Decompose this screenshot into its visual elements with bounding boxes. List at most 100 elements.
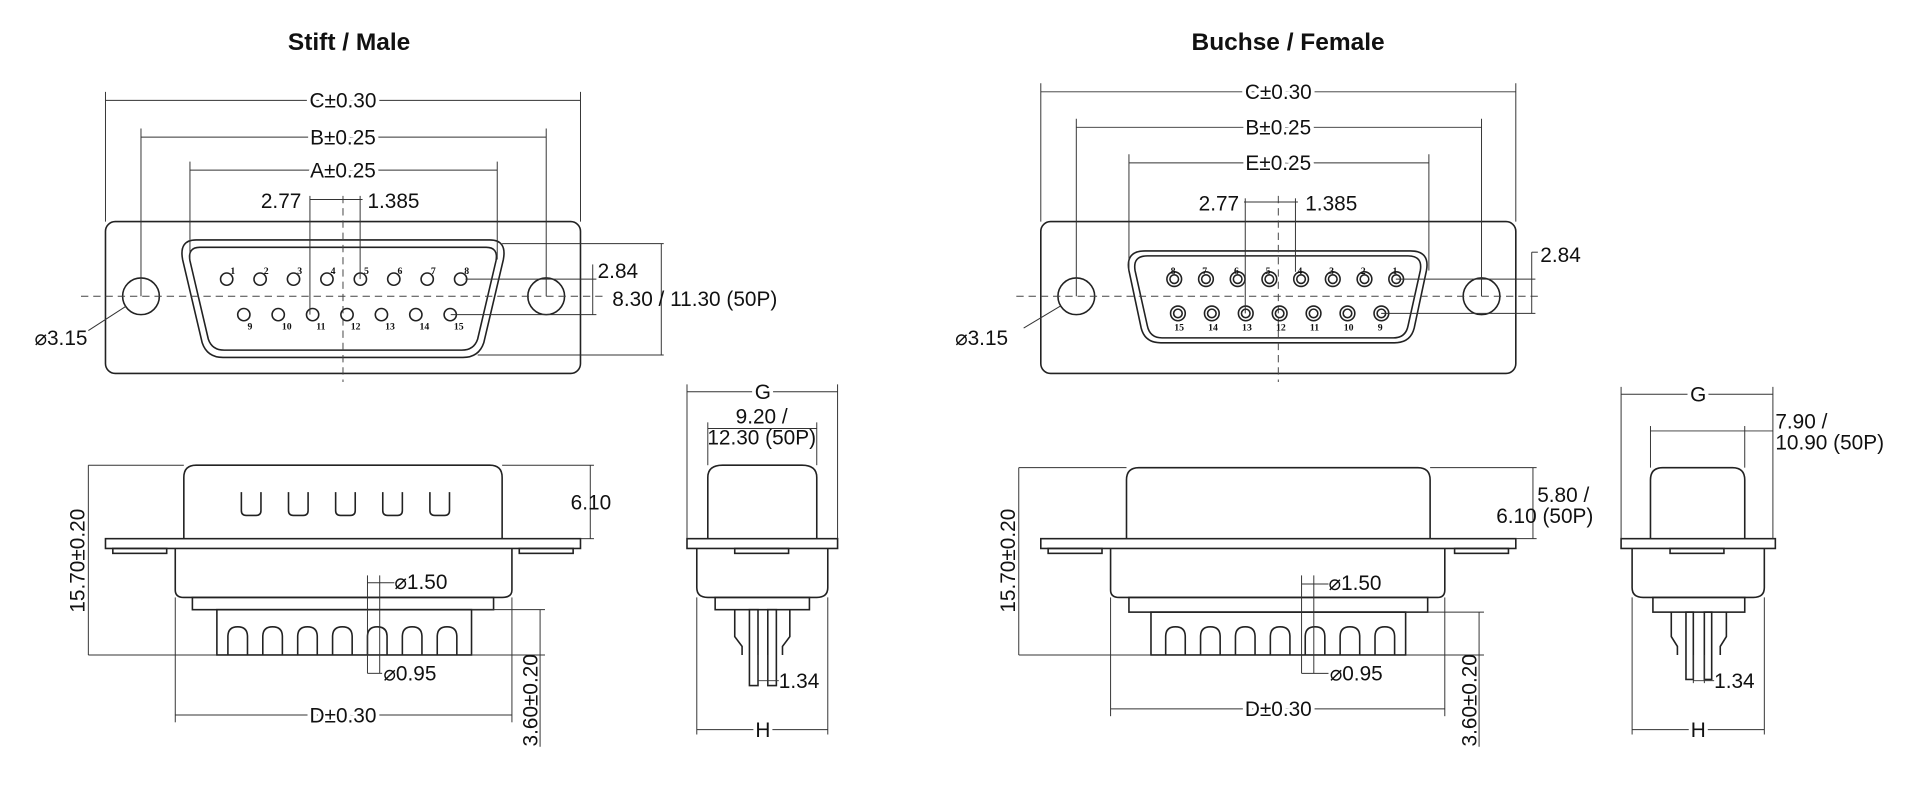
male-pin: [219, 272, 234, 287]
male-total-height: 15.70±0.20: [67, 509, 90, 613]
male-pin-number: 4: [331, 266, 336, 277]
male-pin: [236, 307, 251, 322]
female-shell-depth-1: 5.80 /: [1537, 484, 1589, 507]
female-pin-number: 9: [1378, 323, 1383, 334]
male-pin: [386, 272, 401, 287]
female-end-shell: [1649, 466, 1746, 539]
male-pin-number: 12: [351, 321, 361, 332]
female-pin-number: 10: [1344, 323, 1354, 334]
female-solder-cup: [1199, 626, 1221, 655]
female-socket: [1197, 270, 1215, 288]
female-socket: [1203, 305, 1220, 322]
female-pin-number: 11: [1310, 323, 1319, 334]
female-dim-h: H: [1691, 719, 1706, 742]
female-title: Buchse / Female: [1192, 29, 1385, 56]
male-pin-number: 13: [385, 321, 395, 332]
female-side-shell: [1125, 466, 1431, 539]
female-socket: [1261, 270, 1278, 288]
female-pin-number: 15: [1174, 323, 1184, 334]
male-pin-number: 10: [282, 321, 292, 332]
male-end-width-2: 12.30 (50P): [707, 426, 816, 449]
male-solder-cup: [331, 626, 353, 655]
female-pin-number: 4: [1297, 266, 1302, 277]
male-dim-a: A±0.25: [310, 160, 376, 183]
male-pin-number: 5: [364, 266, 369, 277]
male-contact-slot: [381, 492, 404, 517]
male-dim-d: D±0.30: [310, 704, 377, 727]
female-end-width-2: 10.90 (50P): [1775, 431, 1884, 454]
male-end-width-1: 9.20 /: [736, 406, 788, 429]
male-row-spacing: 2.84: [598, 260, 638, 283]
female-socket: [1271, 305, 1288, 322]
female-solder-cup: [1269, 626, 1291, 655]
male-pin-number: 8: [464, 266, 469, 277]
male-pin-width: 1.34: [779, 670, 819, 693]
male-solder-cup: [296, 626, 319, 655]
male-pin: [253, 272, 268, 287]
female-socket: [1324, 270, 1341, 288]
female-socket: [1169, 305, 1187, 322]
male-pin: [320, 272, 334, 287]
male-dim-c: C±0.30: [310, 90, 377, 113]
female-pin-width: 1.34: [1714, 670, 1754, 693]
male-pin-number: 3: [297, 266, 302, 277]
female-solder-cup: [1374, 626, 1396, 655]
male-tail-length: 3.60±0.20: [520, 654, 543, 746]
male-dim-g: G: [755, 381, 771, 404]
male-dim-b: B±0.25: [310, 126, 376, 149]
female-solder-cup: [1304, 626, 1326, 655]
female-pin-number: 14: [1208, 323, 1218, 334]
female-solder-cup: [1339, 626, 1361, 655]
male-hole-dia: ⌀3.15: [34, 327, 87, 350]
female-dim-b: B±0.25: [1245, 117, 1311, 140]
female-dim-e: E±0.25: [1245, 152, 1311, 175]
male-pin-number: 11: [316, 321, 325, 332]
female-pin-number: 1: [1393, 266, 1398, 277]
male-shell-height: 8.30 / 11.30 (50P): [612, 288, 777, 311]
male-pin-number: 14: [419, 321, 429, 332]
male-pin-number: 1: [230, 266, 235, 277]
female-pin-number: 6: [1234, 266, 1239, 277]
male-pin-number: 15: [454, 321, 464, 332]
female-hole-dia: ⌀3.15: [955, 327, 1008, 350]
female-pin-number: 13: [1242, 323, 1252, 334]
female-dim-c: C±0.30: [1245, 81, 1312, 104]
female-dim-d: D±0.30: [1245, 698, 1312, 721]
female-socket: [1305, 305, 1322, 322]
male-pin: [305, 307, 320, 322]
female-pin-number: 3: [1329, 266, 1334, 277]
female-pin-number: 12: [1276, 323, 1286, 334]
male-pin-number: 7: [431, 266, 436, 277]
female-socket: [1292, 270, 1310, 288]
female-end-width-1: 7.90 /: [1775, 410, 1827, 433]
female-solder-cup: [1234, 626, 1256, 655]
male-solder-cup: [401, 626, 423, 655]
female-solder-cup: [1164, 626, 1187, 655]
female-socket: [1166, 270, 1183, 288]
male-pin: [340, 307, 354, 322]
male-half-pitch: 1.385: [367, 190, 419, 213]
male-end-shell: [707, 464, 818, 539]
male-solder-cup: [261, 626, 284, 655]
male-side-flange: [104, 537, 582, 550]
female-pin-dia-upper: ⌀1.50: [1328, 572, 1381, 595]
male-title: Stift / Male: [288, 29, 410, 56]
male-contact-slot: [240, 492, 262, 517]
male-pin: [271, 307, 286, 322]
male-contact-slot: [429, 492, 451, 517]
male-contact-slot: [334, 492, 357, 517]
female-pin-number: 8: [1171, 266, 1176, 277]
female-pin-number: 2: [1361, 266, 1366, 277]
male-solder-cup: [436, 626, 458, 655]
male-pin-dia-upper: ⌀1.50: [394, 571, 447, 594]
male-pin: [374, 307, 389, 322]
female-socket: [1339, 305, 1356, 322]
female-pitch: 2.77: [1199, 193, 1239, 216]
female-side-flange: [1040, 537, 1517, 550]
male-pin: [408, 307, 423, 322]
female-pin-dia-lower: ⌀0.95: [1330, 663, 1383, 686]
male-pin-dia-lower: ⌀0.95: [383, 663, 436, 686]
female-socket: [1356, 270, 1373, 288]
